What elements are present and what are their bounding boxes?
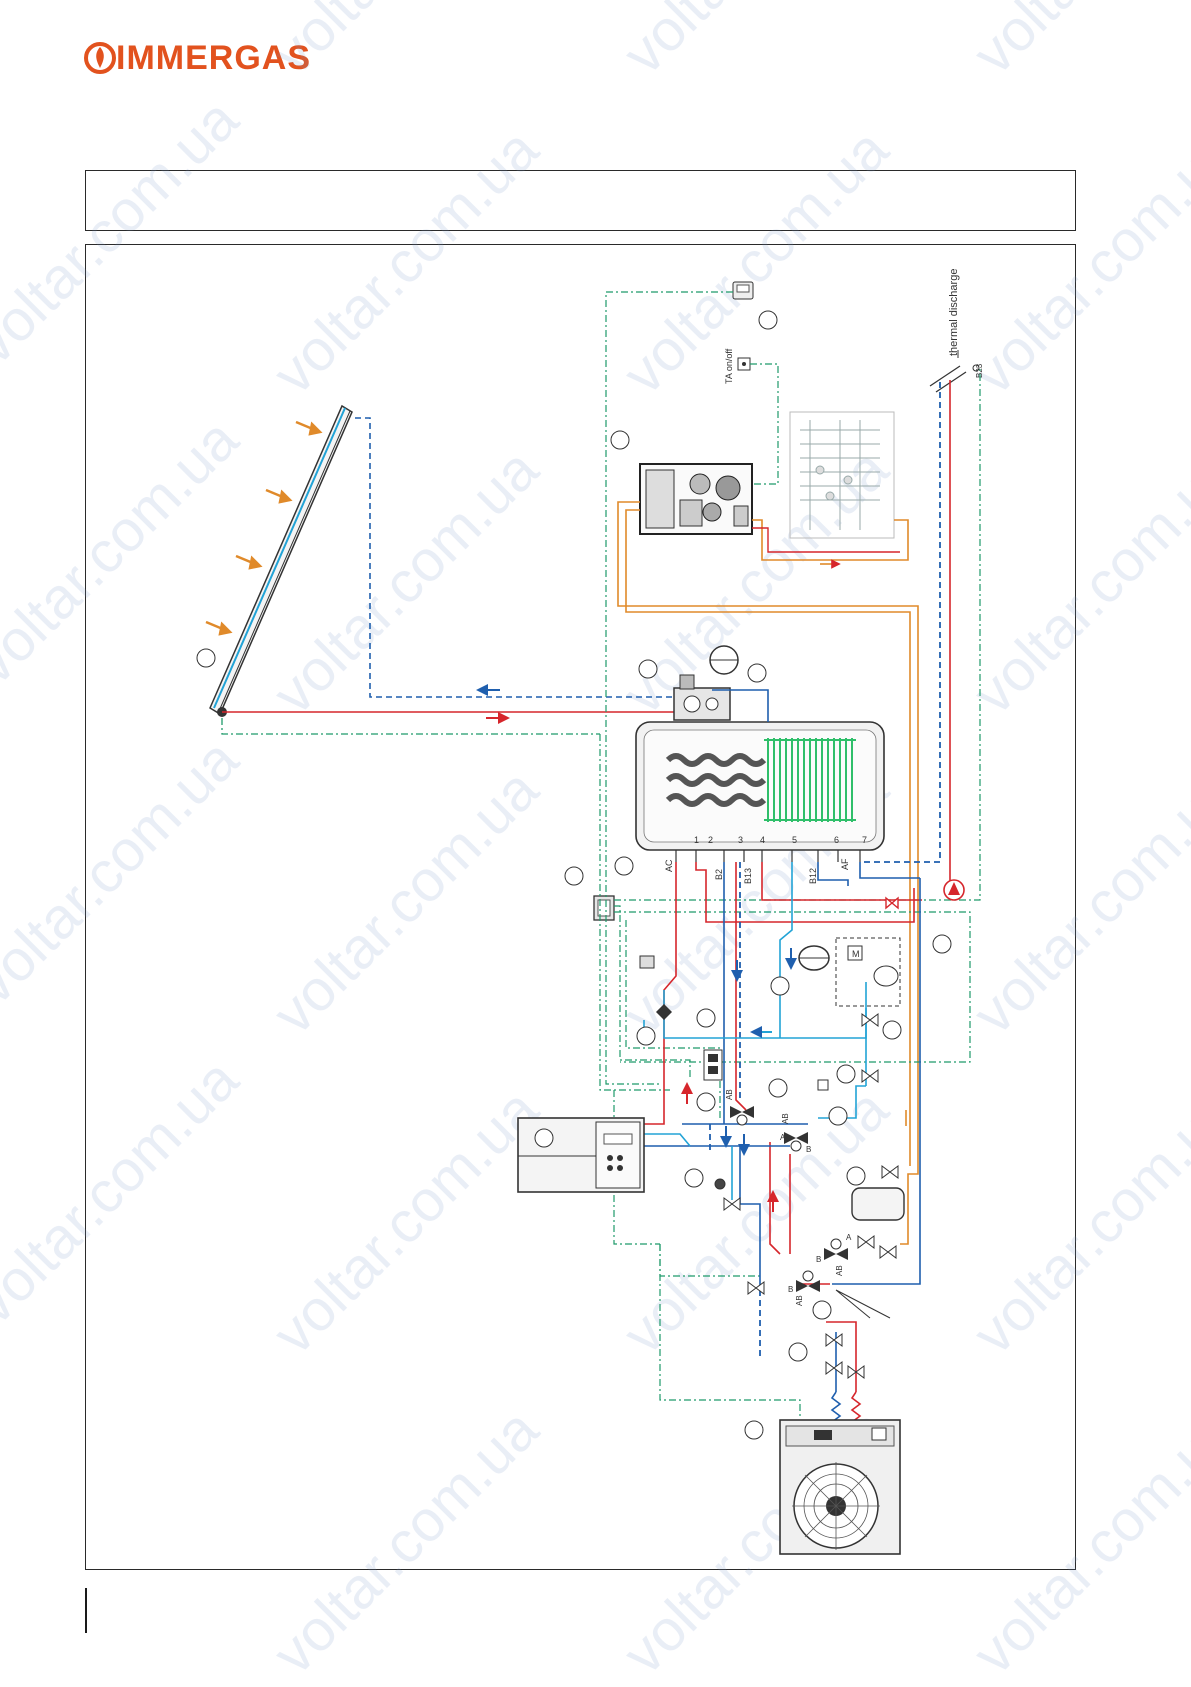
mixing-m-label: M bbox=[852, 949, 860, 959]
diverter-valve-1: AB bbox=[725, 1089, 754, 1126]
thermostatic-mixer bbox=[639, 955, 672, 1020]
callout bbox=[696, 1092, 716, 1112]
header-box bbox=[85, 170, 1076, 231]
sensor-b12-label: B12 bbox=[808, 868, 818, 884]
callout bbox=[768, 1078, 788, 1098]
svg-text:AB: AB bbox=[781, 1113, 790, 1124]
port-ac-label: AC bbox=[664, 859, 674, 872]
flame-logo-icon bbox=[84, 42, 116, 74]
callout bbox=[638, 659, 658, 679]
filter bbox=[703, 1049, 723, 1081]
svg-text:A: A bbox=[846, 1233, 852, 1242]
callout bbox=[564, 866, 584, 886]
callout bbox=[788, 1342, 808, 1362]
hot-flow-pipes bbox=[640, 380, 951, 1392]
svg-text:A: A bbox=[780, 1133, 786, 1142]
callout bbox=[610, 430, 630, 450]
boiler-loop-pipe bbox=[617, 501, 919, 1245]
port-4-label: 4 bbox=[760, 835, 765, 845]
diverter-valve-4: AB B bbox=[788, 1270, 820, 1306]
callout-tank bbox=[614, 856, 634, 876]
footer-rule bbox=[85, 1588, 87, 1633]
solar-collector bbox=[209, 404, 353, 717]
brand-logo: IMMERGAS bbox=[84, 38, 364, 78]
thermal-discharge-label: thermal discharge bbox=[948, 269, 960, 356]
ta-switch bbox=[737, 357, 751, 371]
ta-on-off-label: TA on/off bbox=[724, 348, 734, 384]
svg-text:AB: AB bbox=[835, 1265, 844, 1276]
port-2-label: 2 bbox=[708, 835, 713, 845]
svg-text:AB: AB bbox=[725, 1089, 734, 1100]
callout bbox=[932, 934, 952, 954]
valve-sensor bbox=[817, 1064, 856, 1091]
port-af-label: AF bbox=[840, 858, 850, 870]
callout bbox=[636, 1026, 656, 1046]
svg-text:B: B bbox=[816, 1255, 821, 1264]
sun-rays bbox=[205, 420, 323, 636]
callout-leader bbox=[835, 1289, 891, 1319]
thermal-discharge bbox=[929, 350, 980, 393]
port-6-label: 6 bbox=[834, 835, 839, 845]
svg-text:AB: AB bbox=[795, 1295, 804, 1306]
sensor-b2-label: B2 bbox=[714, 869, 724, 880]
buffer-tank bbox=[851, 1187, 905, 1221]
cold-return-pipes bbox=[640, 689, 921, 1392]
callout bbox=[812, 1300, 832, 1320]
callout bbox=[747, 663, 767, 683]
zone-manifold bbox=[789, 411, 895, 539]
check-valve bbox=[885, 896, 899, 910]
pressure-gauge bbox=[714, 1178, 726, 1190]
sensor-b13-label: B13 bbox=[743, 868, 753, 884]
callout bbox=[758, 310, 778, 330]
port-1-label: 1 bbox=[694, 835, 699, 845]
svg-text:B: B bbox=[788, 1285, 793, 1294]
dhw-storage-tank bbox=[635, 721, 885, 862]
solar-pump-group bbox=[673, 674, 731, 721]
heat-pump-outdoor-unit bbox=[779, 1419, 901, 1555]
cold-return-pipes-dashed bbox=[709, 382, 941, 1356]
diverter-valve-2: AB A B bbox=[780, 1113, 811, 1154]
callout-heat-pump bbox=[744, 1420, 764, 1440]
diagram-frame bbox=[85, 244, 1076, 1570]
hybrid-boiler-unit bbox=[639, 463, 753, 535]
circulation-pump bbox=[943, 879, 965, 901]
shutoff-valves bbox=[723, 1013, 899, 1379]
callout-solar-collector bbox=[196, 648, 216, 668]
diverter-valve-3: AB B A bbox=[816, 1233, 852, 1276]
callout-wall-boiler bbox=[534, 1128, 554, 1148]
port-3-label: 3 bbox=[738, 835, 743, 845]
expansion-vessel-dhw bbox=[798, 945, 830, 971]
port-5-label: 5 bbox=[792, 835, 797, 845]
callout bbox=[770, 976, 790, 996]
manifold-loop-pipe bbox=[752, 519, 909, 561]
cold-water-pipes bbox=[640, 862, 867, 1200]
svg-text:B: B bbox=[806, 1145, 811, 1154]
control-unit bbox=[593, 895, 615, 921]
mixing-valve-group: M bbox=[835, 937, 901, 1007]
callout bbox=[882, 1020, 902, 1040]
room-thermostat bbox=[732, 281, 754, 300]
wall-boiler bbox=[517, 1117, 645, 1193]
callout bbox=[828, 1106, 848, 1126]
solar-sensor-cable bbox=[221, 718, 600, 735]
boiler-loop-pipe bbox=[625, 509, 911, 1166]
callout bbox=[846, 1166, 866, 1186]
tank-port-labels: AC 1 2 3 4 5 6 7 B2 B13 B12 AF bbox=[664, 835, 867, 884]
callout bbox=[684, 1168, 704, 1188]
callout bbox=[696, 1008, 716, 1028]
brand-name: IMMERGAS bbox=[116, 39, 311, 77]
port-7-label: 7 bbox=[862, 835, 867, 845]
solar-return-pipe bbox=[355, 417, 676, 698]
expansion-vessel-solar bbox=[709, 645, 739, 675]
